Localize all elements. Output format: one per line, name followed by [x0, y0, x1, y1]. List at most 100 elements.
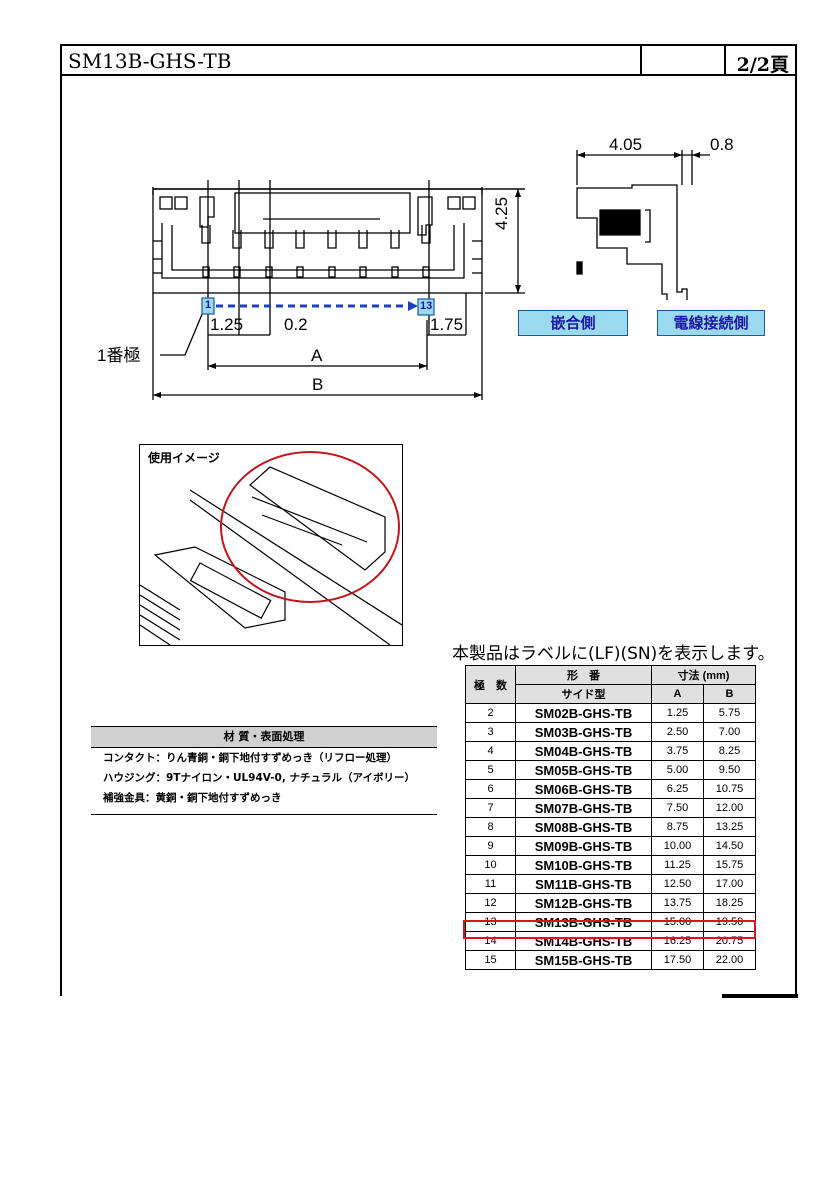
cell-a: 12.50: [651, 874, 704, 894]
cell-model: SM13B-GHS-TB: [515, 912, 652, 932]
cell-a: 6.25: [651, 779, 704, 799]
cell-a: 8.75: [651, 817, 704, 837]
cell-b: 17.00: [703, 874, 756, 894]
dimension-label: B: [312, 375, 324, 394]
table-header-row: サイド型 A B: [466, 684, 756, 704]
materials-line: コンタクト：りん青銅・銅下地付すずめっき（リフロー処理）: [103, 752, 397, 764]
cell-a: 10.00: [651, 836, 704, 856]
col-dims: 寸法 (mm): [651, 665, 756, 685]
cell-b: 22.00: [703, 950, 756, 970]
cell-model: SM03B-GHS-TB: [515, 722, 652, 742]
cell-a: 3.75: [651, 741, 704, 761]
wire-side-label: 電線接続側: [657, 310, 765, 336]
cell-model: SM05B-GHS-TB: [515, 760, 652, 780]
cell-b: 13.25: [703, 817, 756, 837]
cell-model: SM10B-GHS-TB: [515, 855, 652, 875]
cell-poles: 15: [465, 950, 516, 970]
dimension-label: 4.05: [609, 135, 643, 154]
cell-model: SM02B-GHS-TB: [515, 703, 652, 723]
cell-a: 7.50: [651, 798, 704, 818]
bottom-rule: [722, 994, 798, 998]
cell-b: 10.75: [703, 779, 756, 799]
title-block: SM13B-GHS-TB 2/2頁: [60, 44, 797, 76]
materials-heading: 材 質・表面処理: [91, 726, 437, 748]
dimension-label: 4.25: [492, 196, 511, 230]
cell-model: SM08B-GHS-TB: [515, 817, 652, 837]
cell-poles: 7: [465, 798, 516, 818]
usage-image-caption: 使用イメージ: [148, 451, 220, 465]
cell-poles: 12: [465, 893, 516, 913]
col-model-sub: サイド型: [515, 684, 652, 704]
pin1-label: 1番極: [97, 346, 141, 365]
col-poles: 極 数: [465, 665, 516, 704]
pin-number-last: 13: [420, 300, 433, 312]
cell-model: SM06B-GHS-TB: [515, 779, 652, 799]
dimension-label: A: [311, 346, 323, 365]
cell-poles: 11: [465, 874, 516, 894]
mating-side-label: 嵌合側: [518, 310, 628, 336]
cell-b: 19.50: [703, 912, 756, 932]
cell-a: 2.50: [651, 722, 704, 742]
materials-line: ハウジング：9Tナイロン・UL94V-0, ナチュラル（アイボリー）: [103, 772, 415, 784]
dimension-label: 0.8: [710, 135, 734, 154]
cell-b: 15.75: [703, 855, 756, 875]
materials-section: 材 質・表面処理 コンタクト：りん青銅・銅下地付すずめっき（リフロー処理） ハウ…: [91, 726, 437, 815]
cell-poles: 2: [465, 703, 516, 723]
pin-number-first: 1: [205, 299, 212, 311]
cell-a: 13.75: [651, 893, 704, 913]
label-notice: 本製品はラベルに(LF)(SN)を表示します。: [452, 644, 775, 664]
cell-b: 7.00: [703, 722, 756, 742]
cell-b: 12.00: [703, 798, 756, 818]
title-block-cell: [640, 46, 726, 74]
cell-a: 11.25: [651, 855, 704, 875]
cell-b: 5.75: [703, 703, 756, 723]
cell-b: 8.25: [703, 741, 756, 761]
page-number: 2/2頁: [736, 54, 789, 76]
title-block-cell: [724, 46, 797, 74]
cell-b: 14.50: [703, 836, 756, 856]
dimension-label: 1.75: [430, 315, 464, 334]
cell-poles: 6: [465, 779, 516, 799]
materials-line: 補強金具：黄銅・銅下地付すずめっき: [103, 792, 282, 804]
cell-poles: 10: [465, 855, 516, 875]
cell-model: SM12B-GHS-TB: [515, 893, 652, 913]
side-view-drawing: [576, 150, 710, 300]
cell-poles: 9: [465, 836, 516, 856]
cell-model: SM07B-GHS-TB: [515, 798, 652, 818]
cell-model: SM09B-GHS-TB: [515, 836, 652, 856]
cell-a: 5.00: [651, 760, 704, 780]
dimension-label: 1.25: [210, 315, 244, 334]
col-model: 形 番: [515, 665, 652, 685]
cell-poles: 4: [465, 741, 516, 761]
cell-poles: 3: [465, 722, 516, 742]
cell-b: 18.25: [703, 893, 756, 913]
usage-image: 使用イメージ: [139, 444, 403, 646]
connector-illustration: [140, 451, 402, 645]
cell-a: 1.25: [651, 703, 704, 723]
cell-model: SM04B-GHS-TB: [515, 741, 652, 761]
divider: [91, 814, 437, 815]
cell-poles: 8: [465, 817, 516, 837]
cell-b: 9.50: [703, 760, 756, 780]
dimension-label: 0.2: [284, 315, 308, 334]
col-a: A: [651, 684, 704, 704]
col-b: B: [703, 684, 756, 704]
table-header-row: 極 数 形 番 寸法 (mm): [465, 665, 756, 704]
selected-row-highlight: [463, 920, 756, 939]
page-title: SM13B-GHS-TB: [68, 49, 232, 73]
cell-a: 17.50: [651, 950, 704, 970]
